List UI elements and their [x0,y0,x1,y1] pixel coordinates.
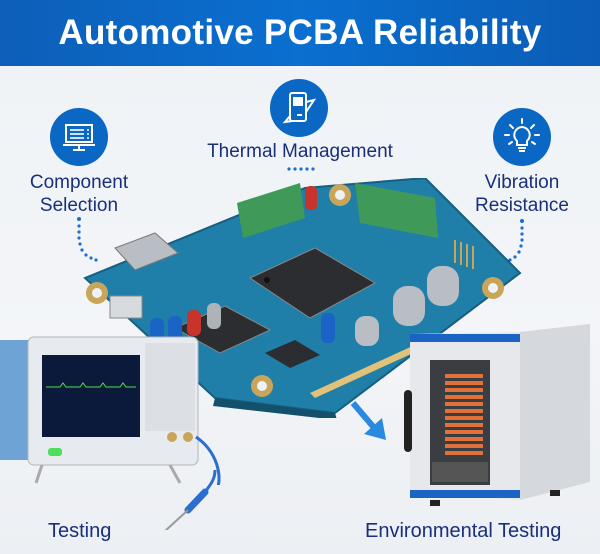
label-line: Thermal Management [207,141,393,162]
vibration-resistance-label: Vibration Resistance [466,171,578,217]
probe-illustration [164,470,217,530]
environmental-chamber-illustration [404,324,590,506]
component-selection-label: Component Selection [18,171,140,217]
arrow-icon [350,401,386,440]
header-banner: Automotive PCBA Reliability [0,0,600,66]
monitor-icon [63,124,95,151]
thermal-management-label: Thermal Management [190,140,410,163]
environmental-testing-label: Environmental Testing [365,520,562,542]
component-selection-badge [50,108,108,166]
vibration-resistance-badge [493,108,551,166]
testing-label: Testing [48,520,112,542]
label-line: Vibration [484,172,560,193]
connector-dots-left [77,217,98,262]
lightbulb-icon [504,118,540,152]
device-card-icon [282,92,316,124]
label-line: Selection [39,195,119,216]
oscilloscope-illustration [0,336,221,485]
label-line: Component [29,172,129,193]
connector-dots-top [287,167,315,171]
thermal-management-badge [270,79,328,137]
page-title: Automotive PCBA Reliability [58,13,542,52]
label-line: Resistance [475,195,569,216]
